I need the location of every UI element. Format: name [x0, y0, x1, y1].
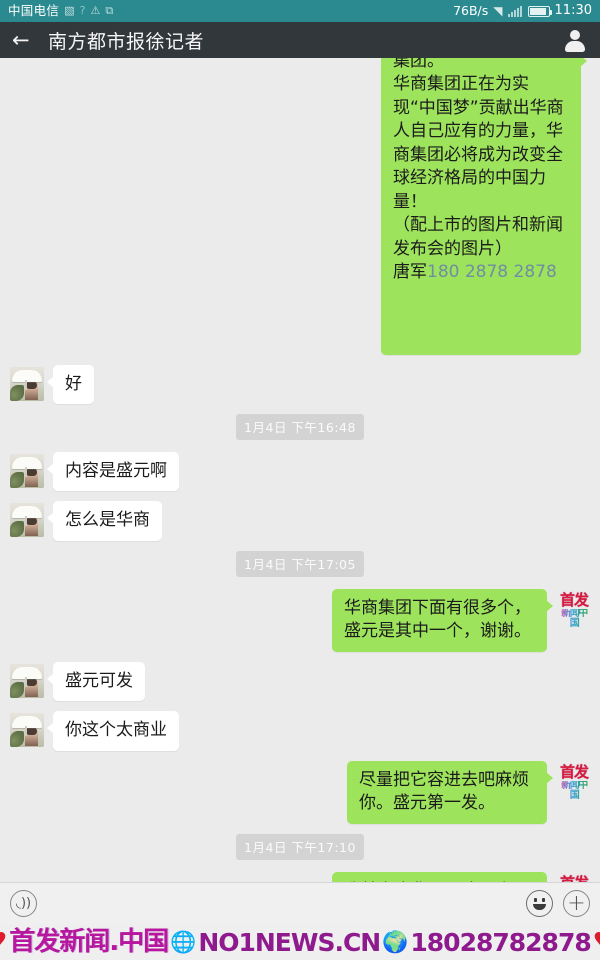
- timestamp: 1月4日 下午17:10: [236, 833, 364, 860]
- message-bubble-incoming[interactable]: 内容是盛元啊: [47, 451, 179, 492]
- heart-icon: ♥: [0, 931, 7, 953]
- heart-icon: ♥: [593, 931, 600, 953]
- avatar[interactable]: [10, 366, 44, 401]
- timestamp-row: 1月4日 下午16:48: [10, 413, 590, 440]
- message-row-outgoing: 我就考虑您，原来是有三个对吧，就便于您发表我就融成了一个个拜托啦 首发 新闻中国: [10, 871, 590, 882]
- message-row-outgoing: 华商集团下面有很多个，盛元是其中一个，谢谢。 首发 新闻中国: [10, 588, 590, 652]
- carrier-label: 中国电信: [8, 3, 60, 18]
- message-bubble-incoming[interactable]: 盛元可发: [47, 661, 145, 702]
- plus-more-icon[interactable]: +: [563, 890, 590, 917]
- page-title: 南方都市报徐记者: [48, 30, 205, 53]
- watermark-stamp: 首发 新闻中国: [558, 590, 590, 629]
- message-row-incoming: 怎么是华商: [10, 501, 590, 541]
- message-input[interactable]: [47, 889, 516, 918]
- emoji-smiley-icon[interactable]: [526, 890, 553, 917]
- avatar[interactable]: [10, 503, 44, 538]
- signal-icon: [507, 5, 523, 17]
- bottom-watermark-bar: ♥ 首发新闻.中国 🌐 NO1NEWS.CN 🌍 18028782878 ♥: [0, 924, 600, 960]
- globe-icon: 🌍: [382, 929, 409, 954]
- message-row-incoming: 内容是盛元啊: [10, 451, 590, 492]
- message-bubble-incoming[interactable]: 你这个太商业: [47, 711, 179, 751]
- watermark-site-cn: 首发新闻.中国: [9, 927, 169, 957]
- message-bubble-outgoing[interactable]: 集团。华商集团正在为实现“中国梦”贡献出华商人自己应有的力量，华商集团必将成为改…: [381, 58, 587, 355]
- message-row-incoming: 好: [10, 364, 590, 404]
- message-text: 华商集团正在为实现“中国梦”贡献出华商人自己应有的力量，华商集团必将成为改变全球…: [393, 74, 564, 283]
- message-bubble-outgoing[interactable]: 华商集团下面有很多个，盛元是其中一个，谢谢。: [332, 588, 553, 652]
- phone-link[interactable]: 180 2878 2878: [427, 262, 557, 283]
- watermark-site-en: NO1NEWS.CN: [198, 927, 381, 957]
- status-bar: 中国电信 ▧ ? ⚠ ⧉ 76B/s ◥ 11:30: [0, 0, 600, 22]
- timestamp-row: 1月4日 下午17:05: [10, 550, 590, 577]
- stamp-line-2: 新闻中国: [558, 608, 590, 629]
- back-arrow-icon[interactable]: ←: [12, 27, 30, 52]
- avatar[interactable]: [10, 663, 44, 698]
- wifi-icon: ◥: [493, 4, 503, 18]
- status-bar-left: 中国电信 ▧ ? ⚠ ⧉: [8, 0, 113, 22]
- avatar[interactable]: [10, 453, 44, 488]
- timestamp: 1月4日 下午17:05: [236, 550, 364, 577]
- clock-label: 11:30: [554, 3, 592, 18]
- stamp-line-1: 首发: [559, 762, 589, 781]
- help-icon: ?: [79, 4, 86, 17]
- title-bar: ← 南方都市报徐记者: [0, 22, 600, 58]
- warning-icon: ⚠: [90, 4, 101, 17]
- message-row-outgoing: 尽量把它容进去吧麻烦你。盛元第一发。 首发 新闻中国: [10, 760, 590, 824]
- message-bubble-outgoing[interactable]: 我就考虑您，原来是有三个对吧，就便于您发表我就融成了一个个拜托啦: [332, 871, 547, 882]
- network-speed-label: 76B/s: [453, 3, 489, 18]
- timestamp-row: 1月4日 下午17:10: [10, 833, 590, 860]
- timestamp: 1月4日 下午16:48: [236, 413, 364, 440]
- message-bubble-incoming[interactable]: 好: [47, 364, 94, 404]
- stamp-line-2: 新闻中国: [558, 780, 590, 801]
- message-bubble-incoming[interactable]: 怎么是华商: [47, 501, 162, 541]
- watermark-phone: 18028782878: [410, 927, 591, 957]
- message-row-incoming: 你这个太商业: [10, 711, 590, 751]
- message-list-inner: 集团。华商集团正在为实现“中国梦”贡献出华商人自己应有的力量，华商集团必将成为改…: [10, 58, 590, 882]
- message-row-outgoing: 集团。华商集团正在为实现“中国梦”贡献出华商人自己应有的力量，华商集团必将成为改…: [10, 58, 590, 355]
- voice-record-icon[interactable]: ◟)): [10, 890, 37, 917]
- globe-icon: 🌐: [170, 929, 197, 954]
- screenshot-icon: ⧉: [105, 4, 114, 17]
- sim-icon: ▧: [64, 4, 75, 17]
- avatar[interactable]: [10, 713, 44, 748]
- message-input-bar: ◟)) +: [0, 882, 600, 924]
- stamp-line-1: 首发: [559, 590, 589, 609]
- status-bar-right: 76B/s ◥ 11:30: [453, 0, 592, 22]
- message-list[interactable]: 集团。华商集团正在为实现“中国梦”贡献出华商人自己应有的力量，华商集团必将成为改…: [0, 58, 600, 882]
- stamp-line-1: 首发: [558, 875, 590, 882]
- watermark-stamp: 首发 新闻中国: [558, 875, 590, 882]
- battery-icon: [527, 5, 553, 17]
- contact-profile-icon[interactable]: [562, 27, 588, 53]
- watermark-stamp: 首发 新闻中国: [558, 762, 590, 801]
- message-text-head: 集团。: [393, 58, 444, 71]
- message-bubble-outgoing[interactable]: 尽量把它容进去吧麻烦你。盛元第一发。: [347, 760, 553, 824]
- message-row-incoming: 盛元可发: [10, 661, 590, 702]
